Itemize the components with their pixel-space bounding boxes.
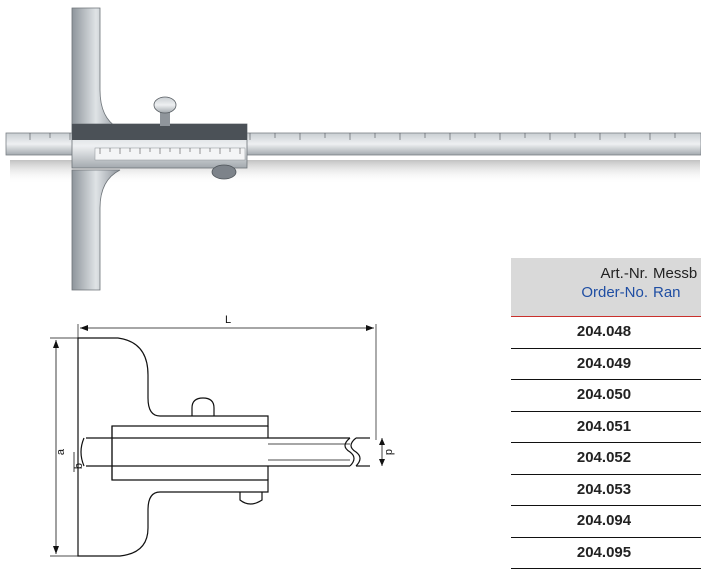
table-header: Art.-Nr. Order-No. Messb Ran	[511, 258, 701, 317]
beam-break	[345, 438, 360, 466]
table-row: 204.050	[511, 380, 701, 412]
header-article-no: Art.-Nr. Order-No.	[581, 264, 648, 302]
article-number: 204.048	[511, 323, 697, 340]
caliper-base-upper	[72, 8, 120, 132]
dim-label-L: L	[225, 315, 231, 326]
article-number: 204.053	[511, 481, 697, 498]
article-table: Art.-Nr. Order-No. Messb Ran 204.048 204…	[511, 258, 701, 569]
drawing-notch	[240, 492, 262, 504]
dim-label-b: b	[73, 463, 85, 469]
header-range-de: Messb	[653, 264, 697, 283]
table-row: 204.094	[511, 506, 701, 538]
header-article-no-en: Order-No.	[581, 283, 648, 302]
drawing-screw	[192, 398, 214, 416]
table-row: 204.095	[511, 538, 701, 569]
article-number: 204.051	[511, 418, 697, 435]
product-photo	[0, 0, 701, 300]
dim-label-a: a	[55, 448, 67, 455]
caliper-base-lower	[72, 170, 120, 290]
drawing-beam	[81, 426, 350, 480]
table-row: 204.051	[511, 412, 701, 444]
header-article-no-de: Art.-Nr.	[581, 264, 648, 283]
table-row: 204.048	[511, 317, 701, 349]
locking-screw	[154, 97, 176, 113]
article-number: 204.052	[511, 449, 697, 466]
article-number: 204.050	[511, 386, 697, 403]
article-number: 204.094	[511, 512, 697, 529]
adjust-knob	[212, 165, 236, 179]
slider-dark-band	[72, 124, 247, 140]
header-range: Messb Ran	[653, 264, 697, 302]
article-number: 204.095	[511, 544, 697, 561]
table-row: 204.052	[511, 443, 701, 475]
table-row: 204.053	[511, 475, 701, 507]
technical-drawing: L a b p	[40, 315, 400, 560]
dim-label-p: p	[383, 449, 395, 455]
table-row: 204.049	[511, 349, 701, 381]
screw-stem	[160, 112, 170, 126]
article-number: 204.049	[511, 355, 697, 372]
header-range-en: Ran	[653, 283, 697, 302]
drawing-base-outline	[78, 338, 268, 556]
